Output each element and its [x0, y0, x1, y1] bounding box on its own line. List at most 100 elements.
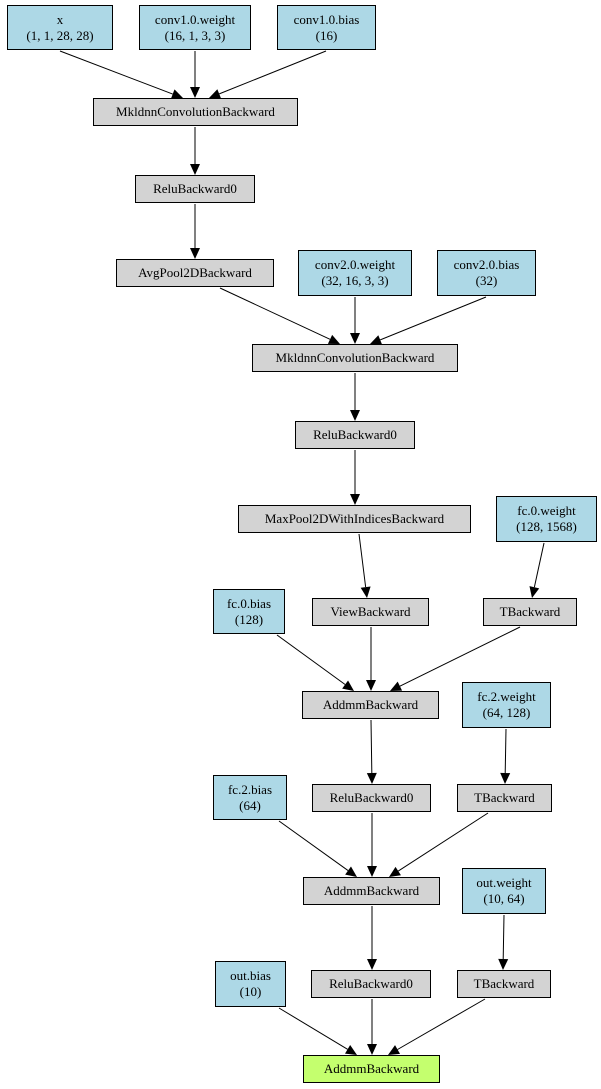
node-shape: (1, 1, 28, 28) [26, 27, 94, 43]
node-tbackward-2: TBackward [457, 784, 552, 812]
node-x: x (1, 1, 28, 28) [7, 5, 113, 50]
edge-line [397, 812, 489, 872]
node-relu2: ReluBackward0 [295, 421, 415, 449]
node-label: TBackward [473, 976, 535, 991]
node-label: conv1.0.weight [154, 11, 236, 27]
arrowhead [190, 248, 200, 259]
arrowhead [327, 334, 340, 344]
arrowhead [529, 586, 540, 598]
node-label: conv2.0.bias [453, 257, 520, 272]
node-label: ReluBackward0 [329, 790, 414, 805]
node-conv1-bias: conv1.0.bias (16) [277, 5, 376, 50]
node-shape: (64) [239, 797, 261, 813]
node-label: AddmmBackward [323, 1061, 420, 1076]
node-shape: (64, 128) [482, 705, 531, 720]
node-conv2-backward: MkldnnConvolutionBackward [252, 344, 458, 372]
node-label: ReluBackward0 [153, 181, 237, 196]
node-fc0-bias: fc.0.bias (128) [213, 589, 285, 634]
edge-relu3-to-addmm2 [367, 813, 377, 877]
node-tbackward-3: TBackward [457, 970, 551, 998]
node-label: out.weight [476, 875, 532, 890]
edge-maxpool-to-view [358, 533, 371, 598]
node-shape: (10, 64) [483, 891, 525, 906]
edge-avgpool-to-conv2 [219, 287, 340, 344]
arrowhead [209, 89, 222, 99]
edge-conv1_b-to-conv1 [209, 50, 327, 99]
node-relu1: ReluBackward0 [135, 175, 255, 203]
node-shape: (128, 1568) [516, 519, 577, 534]
arrowhead [366, 772, 377, 784]
node-maxpool: MaxPool2DWithIndicesBackward [238, 505, 471, 533]
node-label: fc.0.weight [517, 503, 576, 518]
node-shape: (16) [315, 27, 338, 43]
node-fc0-weight: fc.0.weight (128, 1568) [496, 496, 597, 542]
arrowhead [190, 164, 200, 175]
node-label: fc.2.weight [477, 689, 536, 704]
node-shape: (32, 16, 3, 3) [321, 273, 389, 288]
node-label: AddmmBackward [323, 883, 420, 898]
edge-conv2_b-to-conv2 [370, 296, 487, 345]
edge-line [276, 634, 346, 685]
node-shape: (32) [475, 273, 498, 288]
arrowhead [360, 586, 371, 598]
arrowhead [350, 333, 360, 344]
node-shape: (128) [234, 611, 264, 627]
node-conv2-weight: conv2.0.weight (32, 16, 3, 3) [298, 250, 412, 296]
node-tbackward-1: TBackward [483, 598, 577, 626]
edge-addmm2-to-relu4 [367, 906, 377, 970]
arrowhead [498, 958, 509, 970]
arrowhead [389, 866, 401, 877]
edge-conv2-to-relu2 [350, 373, 360, 421]
node-out-weight: out.weight (10, 64) [462, 868, 546, 914]
arrowhead [500, 772, 511, 784]
edge-t2-to-addmm2 [389, 812, 489, 877]
edge-line [370, 719, 373, 774]
node-label: ReluBackward0 [313, 427, 397, 442]
arrowhead [170, 89, 183, 99]
node-shape: (16, 1, 3, 3) [164, 27, 226, 43]
edge-relu1-to-avgpool [190, 204, 200, 259]
node-label: TBackward [474, 790, 535, 805]
edge-relu2-to-maxpool [350, 450, 360, 505]
arrowhead [190, 87, 200, 98]
node-shape: (10) [239, 984, 262, 999]
node-label: fc.2.bias [227, 781, 273, 797]
arrowhead [390, 681, 403, 691]
node-label: MkldnnConvolutionBackward [275, 350, 435, 365]
edge-line [278, 1007, 348, 1050]
node-conv1-weight: conv1.0.weight (16, 1, 3, 3) [139, 5, 251, 50]
edge-line [504, 728, 507, 774]
node-label: MkldnnConvolutionBackward [116, 104, 275, 119]
edge-line [278, 820, 349, 871]
arrowhead [367, 1044, 377, 1055]
arrowhead [388, 1045, 401, 1055]
edge-fc0_b-to-addmm1 [276, 634, 354, 691]
node-label: conv1.0.bias [293, 11, 360, 27]
edge-line [533, 542, 545, 588]
edge-view-to-addmm1 [366, 627, 376, 691]
edge-t3-to-addmm3 [388, 998, 486, 1055]
edge-x-to-conv1 [59, 50, 183, 99]
node-label: x [56, 11, 64, 27]
edge-conv1-to-relu1 [190, 127, 200, 175]
arrowhead [350, 410, 360, 421]
node-addmm-2: AddmmBackward [303, 877, 440, 905]
node-view: ViewBackward [312, 598, 429, 626]
node-avgpool: AvgPool2DBackward [116, 259, 274, 287]
node-conv1-backward: MkldnnConvolutionBackward [93, 98, 298, 126]
edge-fc2_b-to-addmm2 [278, 820, 357, 877]
arrowhead [367, 866, 377, 877]
arrowhead [344, 1045, 357, 1055]
edge-line [502, 914, 505, 960]
edge-addmm1-to-relu3 [366, 719, 377, 784]
arrowhead [370, 335, 383, 345]
node-out-bias: out.bias (10) [215, 961, 286, 1007]
node-relu4: ReluBackward0 [311, 970, 431, 998]
node-label: MaxPool2DWithIndicesBackward [264, 511, 445, 526]
node-label: TBackward [499, 604, 561, 619]
arrowhead [345, 866, 357, 877]
edge-out_w-to-t3 [498, 914, 509, 970]
edge-out_b-to-addmm3 [278, 1007, 357, 1055]
node-addmm-output: AddmmBackward [303, 1055, 440, 1083]
edge-conv1_w-to-conv1 [190, 51, 200, 98]
